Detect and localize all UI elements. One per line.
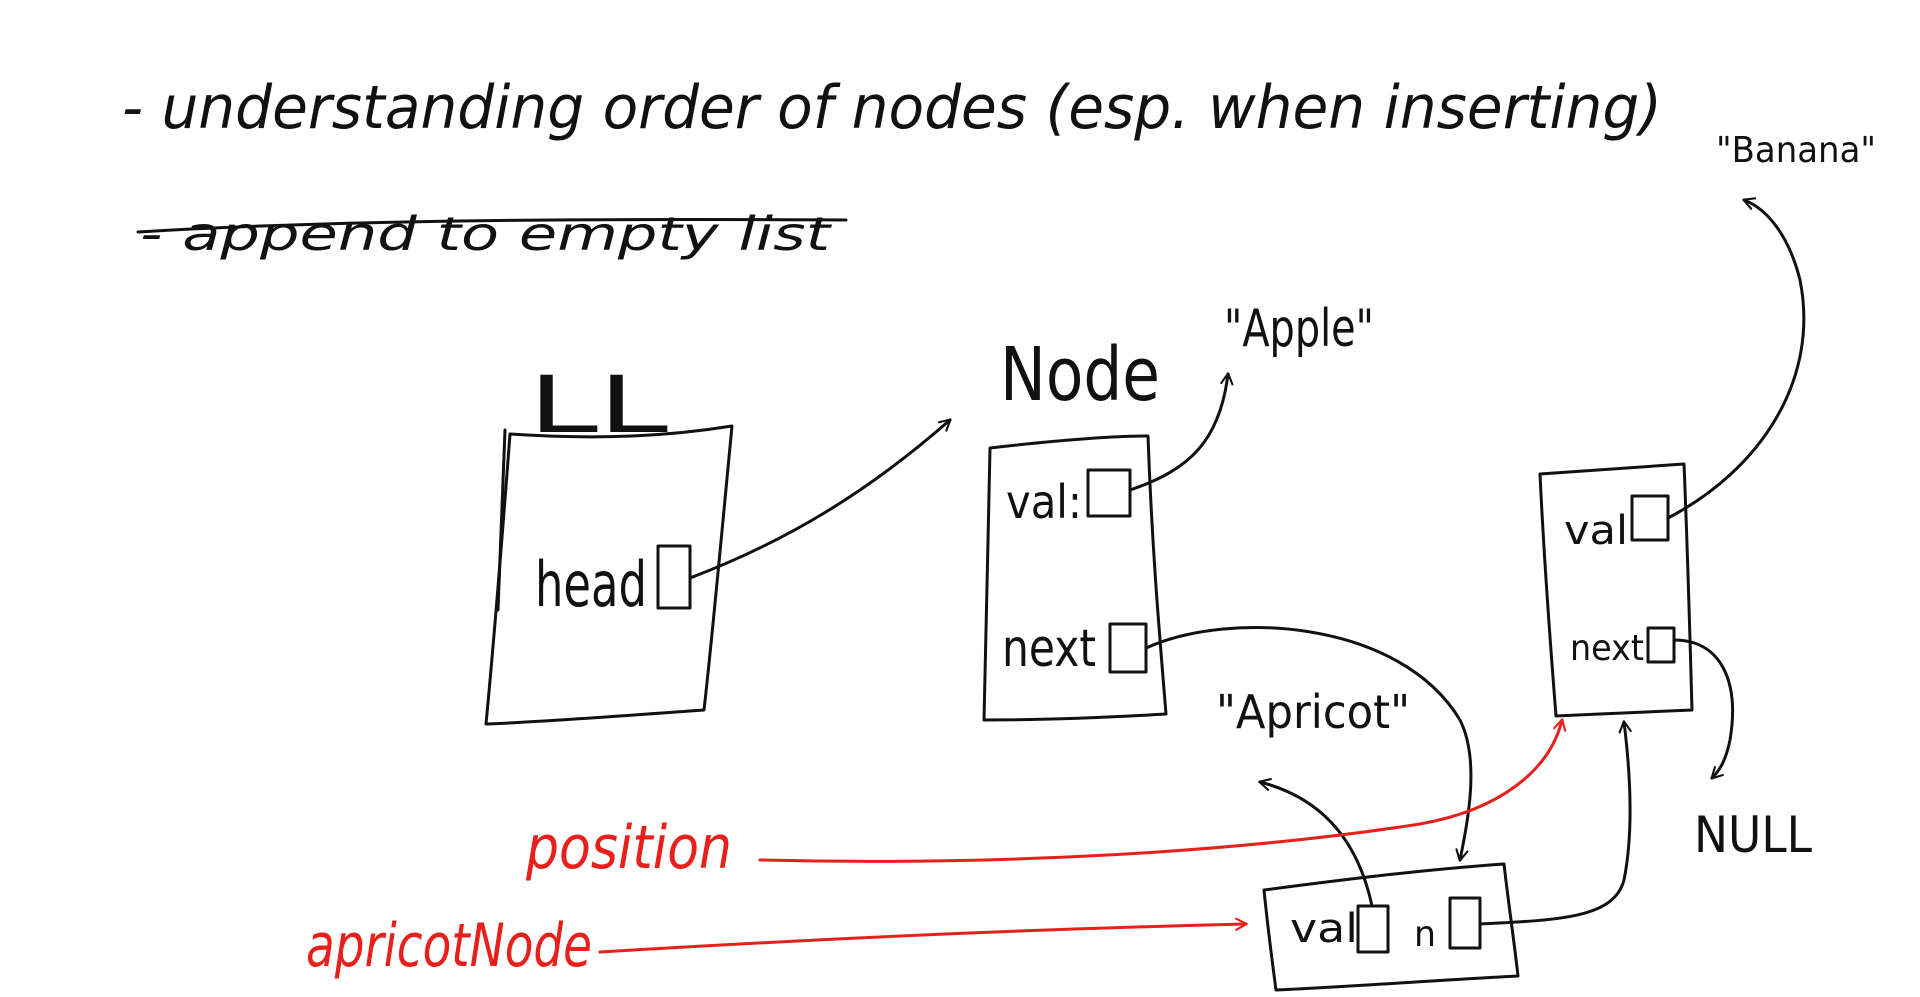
banana-next-to-null-arrow [1672,638,1734,780]
node-banana-next-slot [1646,626,1676,664]
node-banana-outline [1538,462,1694,718]
crossed-out-note: - append to empty list [136,207,848,261]
node-apple-value: "Apple" [1224,299,1374,359]
head-to-node-arrow [688,418,952,580]
position-pointer-label: position [525,813,732,883]
linked-list-box: LL head [484,361,734,726]
apricot-val-to-value-arrow [1258,777,1374,908]
head-field-label: head [535,548,647,621]
strike-through-line [136,218,848,234]
node-apricot-next-label: n [1414,914,1436,955]
position-to-banana-arrow [758,718,1567,863]
node-banana-next-label: next [1570,628,1644,669]
apricot-next-to-banana-arrow [1478,720,1632,926]
node-banana: val next "Banana" NULL [1538,130,1876,864]
node-apricot-outline [1262,862,1520,992]
linked-list-outline [484,424,734,726]
null-label: NULL [1694,806,1812,864]
node-apple-next-slot [1108,622,1148,674]
head-pointer-slot [656,544,692,610]
node-apple-val-label: val: [1006,475,1082,529]
node-apple-next-label: next [1002,619,1096,679]
node-apricot-val-slot [1356,904,1390,954]
node-apricot: val n "Apricot" [1216,685,1520,992]
linked-list-left-edge-mark [496,428,507,612]
banana-val-to-value-arrow [1666,197,1806,520]
apple-next-to-apricot-arrow [1144,626,1473,862]
apricot-node-to-apricot-arrow [598,917,1248,954]
node-banana-val-slot [1630,494,1670,542]
node-apricot-val-label: val [1290,906,1358,952]
node-apple-outline [982,434,1168,722]
crossed-out-text: - append to empty list [140,207,833,261]
node-apricot-value: "Apricot" [1216,685,1410,739]
node-apricot-next-slot [1448,896,1482,950]
node-banana-val-label: val [1564,508,1628,554]
node-banana-value: "Banana" [1716,130,1876,171]
node-apple-label: Node [1000,332,1160,418]
heading-note: - understanding order of nodes (esp. whe… [122,73,1662,143]
node-apple: Node val: next "Apple" [982,299,1374,722]
apricot-node-pointer-label: apricotNode [306,911,592,981]
apple-val-to-value-arrow [1128,372,1234,492]
node-apple-val-slot [1086,468,1132,518]
